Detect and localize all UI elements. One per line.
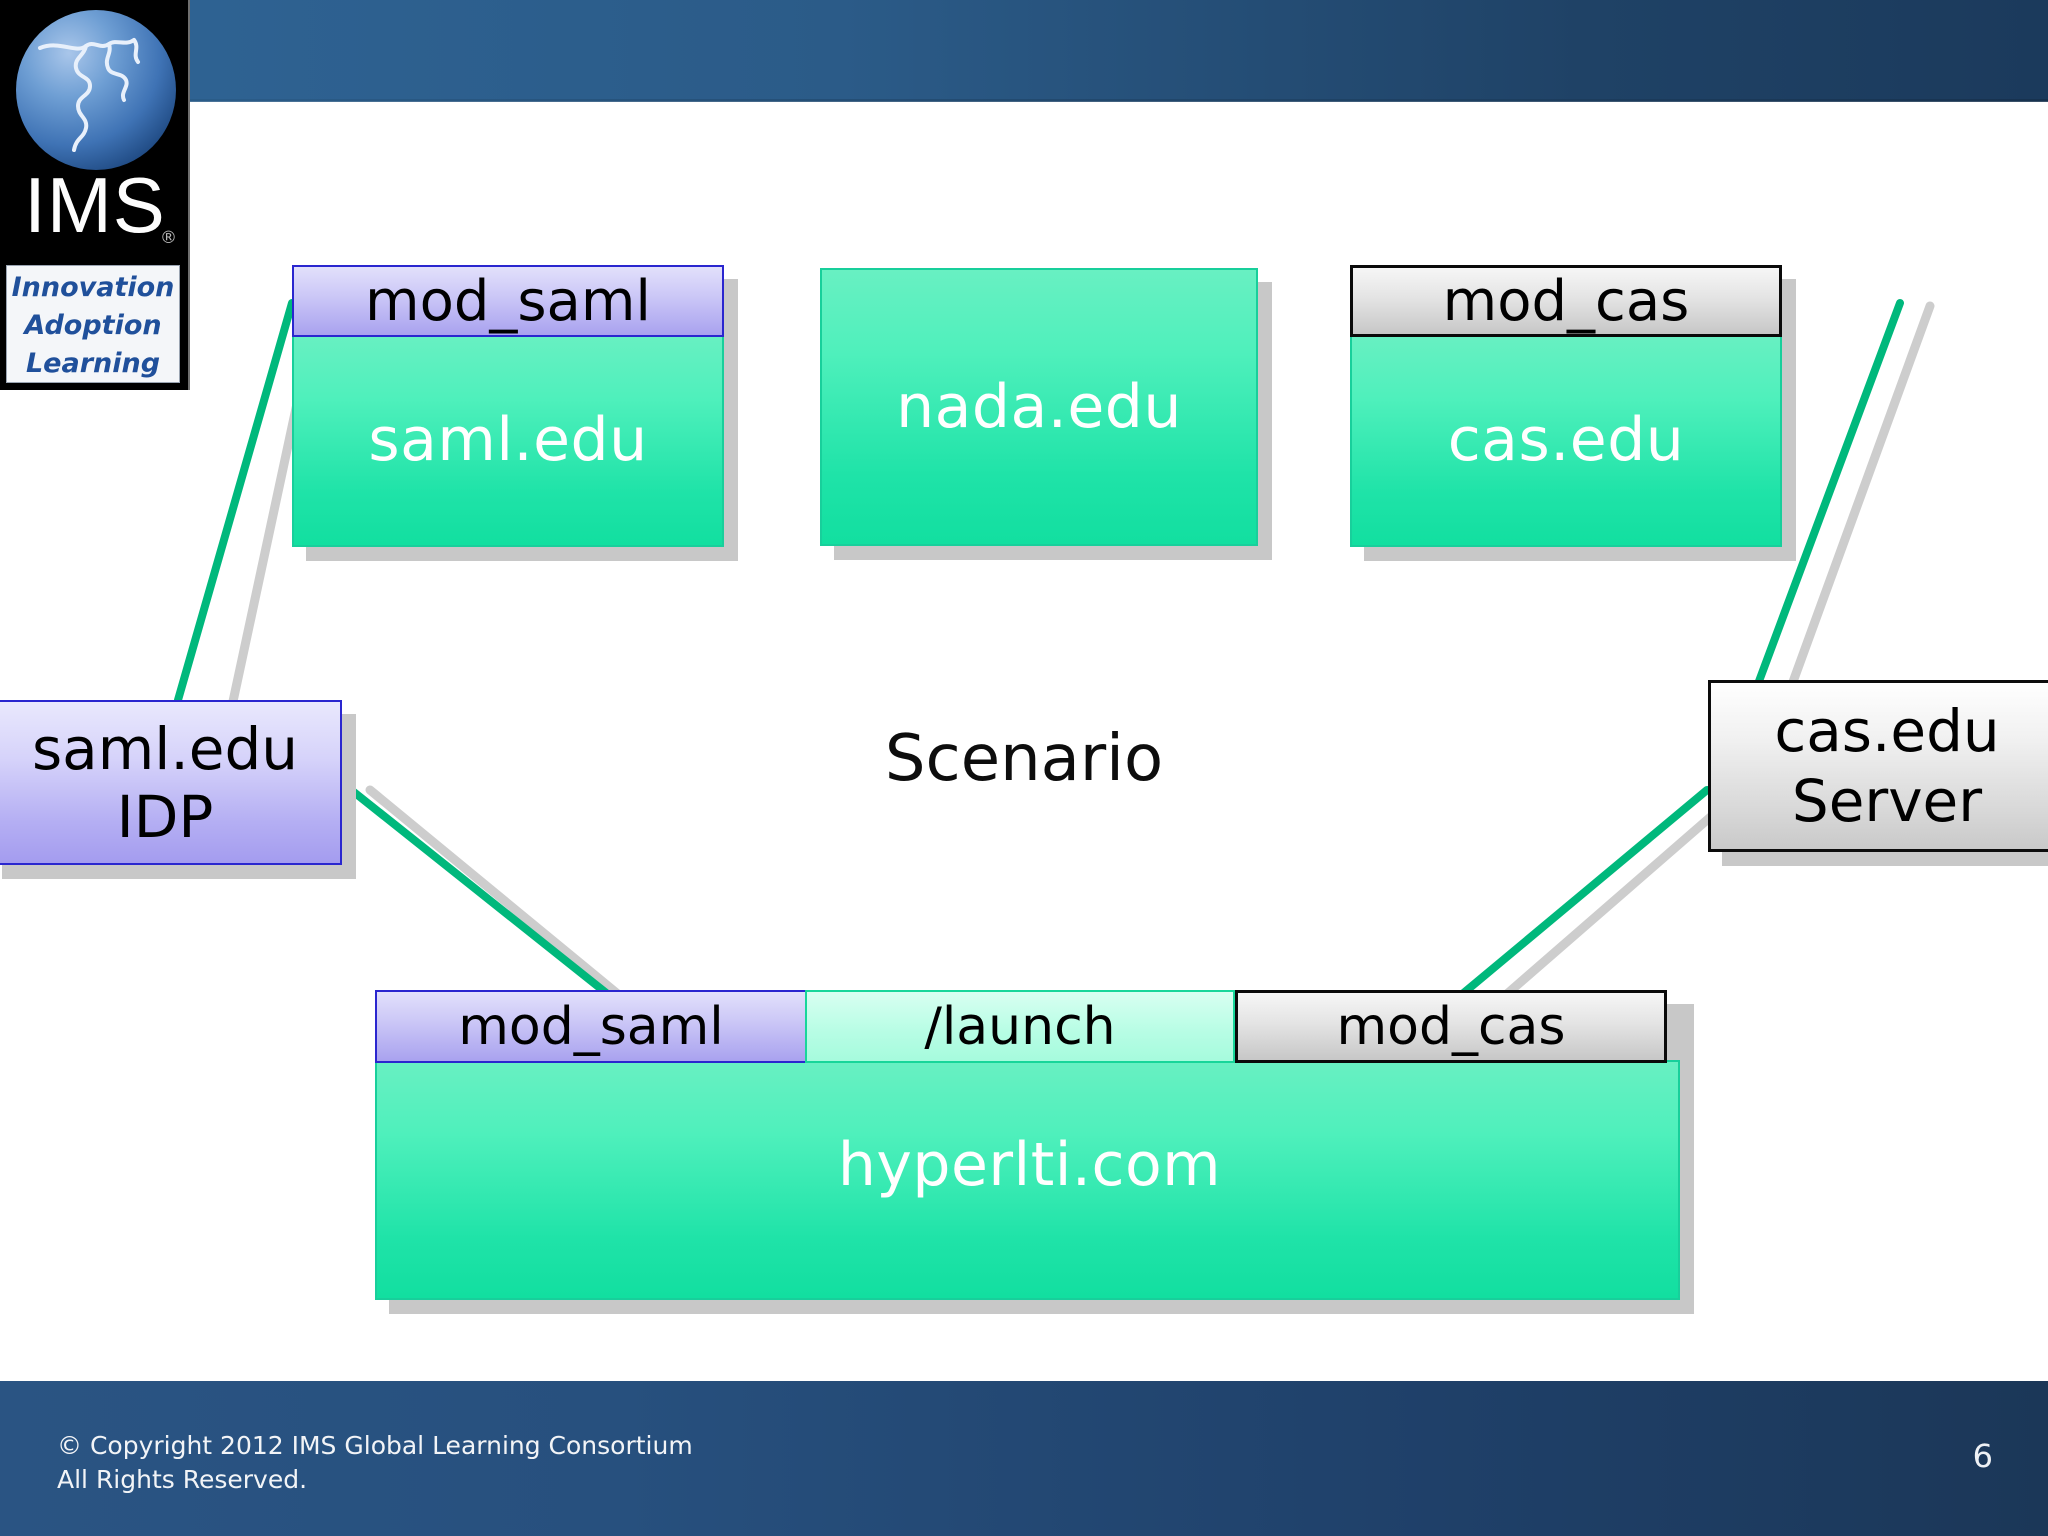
header-mod-cas-label: mod_cas <box>1442 268 1690 334</box>
node-saml-edu-site[interactable]: saml.edu mod_saml <box>292 265 738 561</box>
nada-edu-label: nada.edu <box>896 372 1182 442</box>
hyperlti-mod-cas-label: mod_cas <box>1336 996 1566 1057</box>
ims-logo-block: IMS ® Innovation Adoption Learning <box>0 0 190 390</box>
slide-header-bar-edge <box>190 99 2048 102</box>
cas-server-box[interactable]: cas.edu Server <box>1708 680 2048 852</box>
hyperlti-label: hyperlti.com <box>837 1130 1222 1200</box>
saml-edu-label: saml.edu <box>368 405 648 475</box>
hyperlti-mod-saml-label: mod_saml <box>458 996 724 1057</box>
saml-idp-label-line2: IDP <box>116 782 214 851</box>
registered-trademark-icon: ® <box>160 228 177 248</box>
globe-puzzle-icon <box>16 10 176 170</box>
header-mod-saml-saml-edu[interactable]: mod_saml <box>292 265 724 337</box>
copyright-line-1: © Copyright 2012 IMS Global Learning Con… <box>57 1431 693 1460</box>
node-saml-edu-idp[interactable]: saml.edu IDP <box>0 700 356 879</box>
header-hyperlti-mod-saml[interactable]: mod_saml <box>375 990 807 1063</box>
saml-idp-box[interactable]: saml.edu IDP <box>0 700 342 865</box>
header-hyperlti-mod-cas[interactable]: mod_cas <box>1235 990 1667 1063</box>
scenario-caption: Scenario <box>884 722 1164 796</box>
node-cas-edu-site[interactable]: cas.edu mod_cas <box>1350 265 1796 561</box>
slide-footer-bar <box>0 1381 2048 1536</box>
copyright-line-2: All Rights Reserved. <box>57 1465 308 1494</box>
saml-idp-label-line1: saml.edu <box>31 714 299 783</box>
tagline-line-2: Adoption <box>24 310 162 341</box>
slide-header-bar <box>190 0 2048 101</box>
tagline-line-1: Innovation <box>11 272 175 303</box>
tagline-line-3: Learning <box>25 348 161 379</box>
header-mod-saml-label: mod_saml <box>365 268 651 334</box>
node-cas-edu-server[interactable]: cas.edu Server <box>1708 680 2048 866</box>
saml-edu-body[interactable]: saml.edu <box>292 333 724 547</box>
hyperlti-launch-label: /launch <box>924 996 1116 1057</box>
ims-wordmark: IMS <box>24 161 166 249</box>
ims-tagline: Innovation Adoption Learning <box>6 265 180 383</box>
hyperlti-body[interactable]: hyperlti.com <box>375 1060 1680 1300</box>
page-number: 6 <box>1972 1437 1993 1475</box>
nada-edu-body[interactable]: nada.edu <box>820 268 1258 546</box>
cas-edu-body[interactable]: cas.edu <box>1350 333 1782 547</box>
node-nada-edu-site[interactable]: nada.edu <box>820 268 1272 560</box>
cas-server-label-line1: cas.edu <box>1774 697 2000 765</box>
node-hyperlti-site[interactable]: hyperlti.com mod_saml /launch mod_cas <box>375 990 1694 1314</box>
header-hyperlti-launch[interactable]: /launch <box>805 990 1235 1063</box>
cas-server-label-line2: Server <box>1791 767 1983 835</box>
copyright-notice: © Copyright 2012 IMS Global Learning Con… <box>57 1429 693 1497</box>
header-mod-cas-cas-edu[interactable]: mod_cas <box>1350 265 1782 337</box>
cas-edu-label: cas.edu <box>1447 405 1685 475</box>
